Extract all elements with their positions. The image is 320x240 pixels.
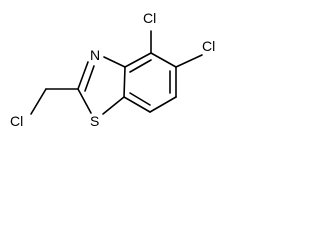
bond-ch2-cl <box>30 88 47 115</box>
molecule-structure: N S Cl Cl Cl <box>10 10 215 129</box>
bond-c5-cl <box>175 54 203 68</box>
bond-c7-c7a <box>123 96 151 113</box>
bond-c6-c7 <box>149 96 177 113</box>
bond-c3a-c7a <box>123 66 126 98</box>
bond-s1-c2 <box>77 88 92 114</box>
bond-c7-c7a-double <box>129 92 151 106</box>
bond-c3a-c4-double <box>129 59 152 73</box>
bond-c3a-c4 <box>124 52 152 68</box>
atom-label-n3: N <box>90 47 100 63</box>
bond-c2-n3 <box>77 61 89 90</box>
bond-n3-c3a <box>103 56 126 68</box>
atom-label-cl-c4: Cl <box>143 10 156 26</box>
bond-c4-c5 <box>150 52 177 68</box>
atom-label-cl-c5: Cl <box>202 38 215 54</box>
bond-c7a-s1 <box>102 96 125 115</box>
atom-label-cl-methyl: Cl <box>10 113 23 129</box>
bond-c2-n3-double <box>84 65 95 92</box>
atom-label-s1: S <box>90 113 99 129</box>
